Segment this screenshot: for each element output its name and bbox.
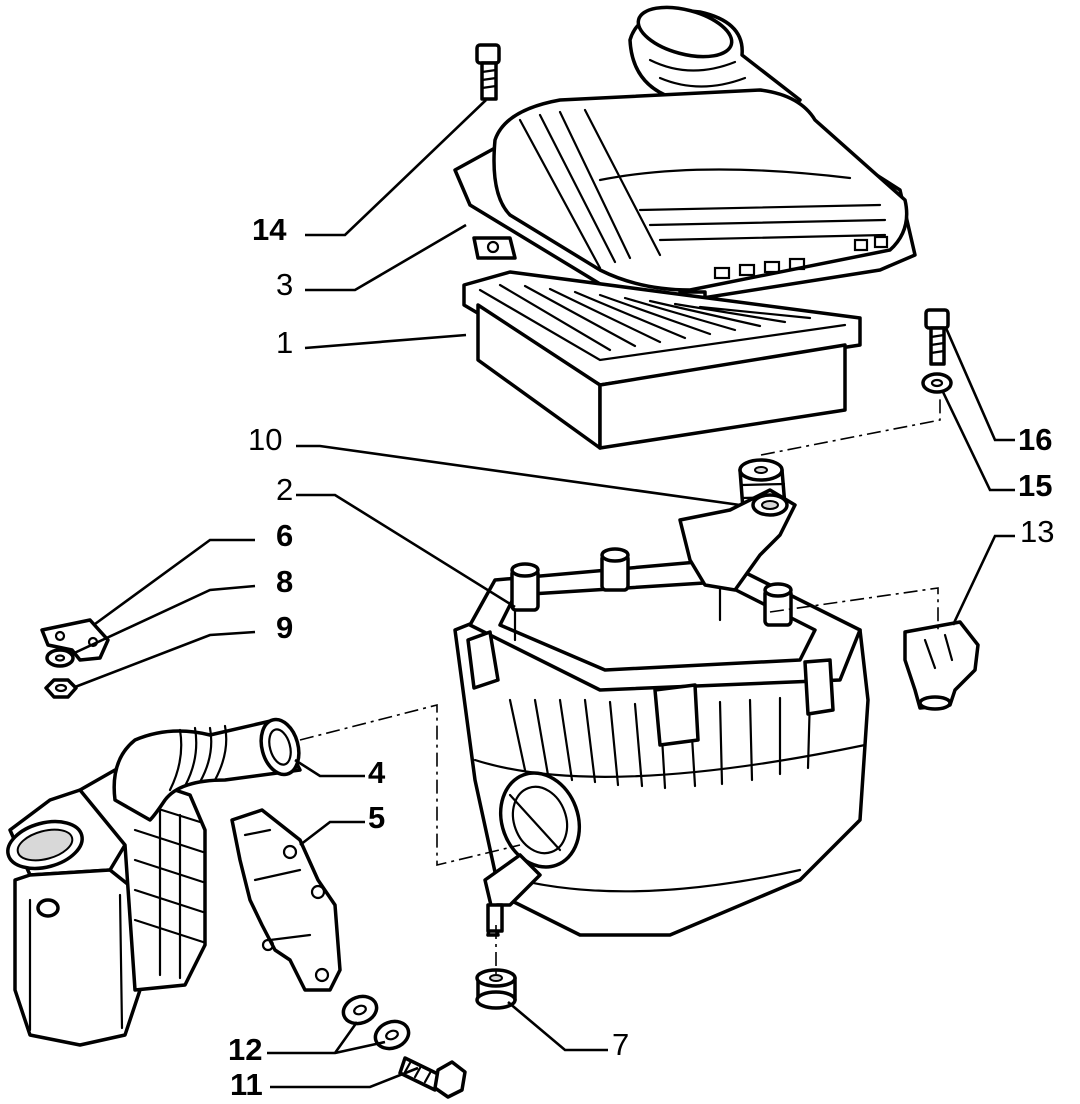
part-2-filter-housing: [453, 488, 870, 937]
callout-2: 2: [276, 472, 293, 507]
callout-1: 1: [276, 325, 293, 360]
callout-6: 6: [276, 518, 293, 553]
cover-vent-slots: [713, 235, 889, 280]
assembly-center-lines: [299, 395, 941, 975]
callout-12: 12: [228, 1032, 262, 1067]
callout-5: 5: [368, 800, 385, 835]
part-3-filter-cover: [453, 5, 917, 305]
part-7-grommet: [475, 968, 517, 1010]
part-13-mount-rubber: [903, 620, 980, 711]
part-5-bracket-plate: [230, 808, 342, 992]
part-15-washer: [921, 372, 953, 394]
part-11-bolt: [398, 1056, 467, 1099]
part-14-bolt: [475, 43, 501, 101]
callout-3: 3: [276, 267, 293, 302]
leader-lines: [69, 99, 1015, 1089]
part-9-nut: [44, 678, 78, 699]
callout-14: 14: [252, 212, 287, 247]
callout-15: 15: [1018, 468, 1052, 503]
callout-13: 13: [1020, 514, 1054, 549]
callout-8: 8: [276, 564, 293, 599]
callout-9: 9: [276, 610, 293, 645]
callout-4: 4: [368, 755, 386, 790]
callout-labels: 14 3 1 10 2 6 8 9 4 5 16 15 13 7 12 11: [228, 212, 1054, 1102]
part-4-intake-duct: [6, 717, 302, 1047]
part-8-washer: [45, 648, 75, 668]
callout-7: 7: [612, 1027, 629, 1062]
part-1-filter-element: [462, 270, 862, 450]
callout-11: 11: [230, 1067, 263, 1102]
part-16-bolt: [924, 308, 950, 366]
callout-16: 16: [1018, 422, 1052, 457]
callout-10: 10: [248, 422, 282, 457]
